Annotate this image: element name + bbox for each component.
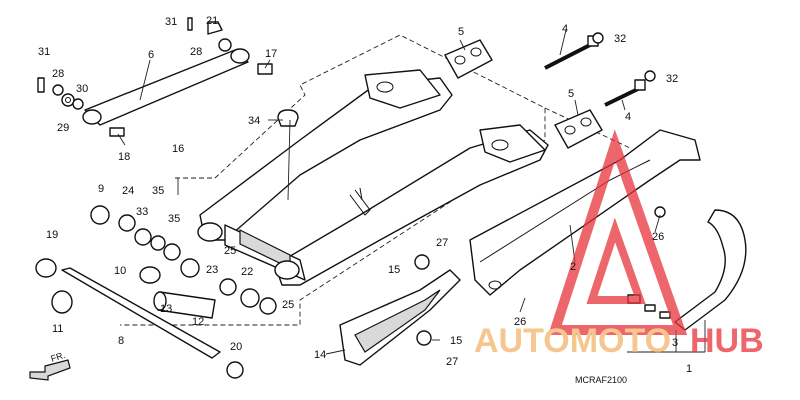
callout-35: 35 bbox=[152, 185, 164, 197]
callout-31: 31 bbox=[165, 16, 177, 28]
callout-31: 31 bbox=[38, 46, 50, 58]
callout-28: 28 bbox=[190, 46, 202, 58]
callout-1: 1 bbox=[686, 363, 692, 375]
front-direction-label: FR. bbox=[50, 350, 67, 364]
swingarm bbox=[197, 69, 549, 286]
callout-15: 15 bbox=[450, 335, 462, 347]
callout-10: 10 bbox=[114, 265, 126, 277]
callout-3: 3 bbox=[672, 337, 678, 349]
callout-4: 4 bbox=[562, 23, 568, 35]
callout-29: 29 bbox=[57, 122, 69, 134]
assembly-boundary bbox=[120, 34, 546, 326]
pivot-shaft bbox=[61, 267, 244, 379]
callout-22: 22 bbox=[241, 266, 253, 278]
callout-2: 2 bbox=[570, 261, 576, 273]
callout-27: 27 bbox=[436, 237, 448, 249]
callout-35: 35 bbox=[168, 213, 180, 225]
callout-11: 11 bbox=[52, 323, 63, 335]
callout-labels: 31 21 28 31 6 28 30 29 17 18 5 4 32 32 5… bbox=[38, 15, 692, 375]
callout-27: 27 bbox=[446, 356, 458, 368]
callout-15: 15 bbox=[388, 264, 400, 276]
callout-16: 16 bbox=[172, 143, 184, 155]
front-direction-arrow bbox=[29, 359, 71, 381]
callout-18: 18 bbox=[118, 151, 130, 163]
callout-17: 17 bbox=[265, 48, 277, 60]
watermark-text-automoto: AUTOMOTO bbox=[474, 322, 671, 360]
callout-19: 19 bbox=[46, 229, 58, 241]
callout-28: 28 bbox=[52, 68, 64, 80]
callout-32: 32 bbox=[666, 73, 678, 85]
drawing-code: MCRAF2100 bbox=[575, 375, 627, 385]
callout-9: 9 bbox=[98, 183, 104, 195]
callout-32: 32 bbox=[614, 33, 626, 45]
callout-21: 21 bbox=[206, 15, 218, 27]
callout-5: 5 bbox=[458, 26, 464, 38]
callout-24: 24 bbox=[122, 185, 134, 197]
callout-8: 8 bbox=[118, 335, 124, 347]
watermark-text-hub: HUB bbox=[690, 322, 764, 360]
callout-6: 6 bbox=[148, 49, 154, 61]
torque-rod bbox=[82, 48, 250, 126]
callout-5: 5 bbox=[568, 88, 574, 100]
callout-14: 14 bbox=[314, 349, 326, 361]
callout-33: 33 bbox=[136, 206, 148, 218]
callout-34: 34 bbox=[248, 115, 260, 127]
callout-4: 4 bbox=[625, 111, 631, 123]
chain-case bbox=[469, 129, 701, 296]
callout-26: 26 bbox=[514, 316, 526, 328]
callout-30: 30 bbox=[76, 83, 88, 95]
callout-26: 26 bbox=[652, 231, 664, 243]
callout-25: 25 bbox=[224, 245, 236, 257]
callout-25: 25 bbox=[282, 299, 294, 311]
callout-13: 13 bbox=[160, 303, 172, 315]
bearing-cluster bbox=[35, 205, 277, 319]
callout-23: 23 bbox=[206, 264, 218, 276]
hardware-top-left bbox=[37, 17, 299, 137]
callout-12: 12 bbox=[192, 316, 204, 328]
chain-slider bbox=[339, 254, 461, 366]
callout-20: 20 bbox=[230, 341, 242, 353]
chain-adjusters bbox=[444, 32, 656, 149]
automotohub-watermark: AUTOMOTO HUB bbox=[474, 129, 764, 360]
